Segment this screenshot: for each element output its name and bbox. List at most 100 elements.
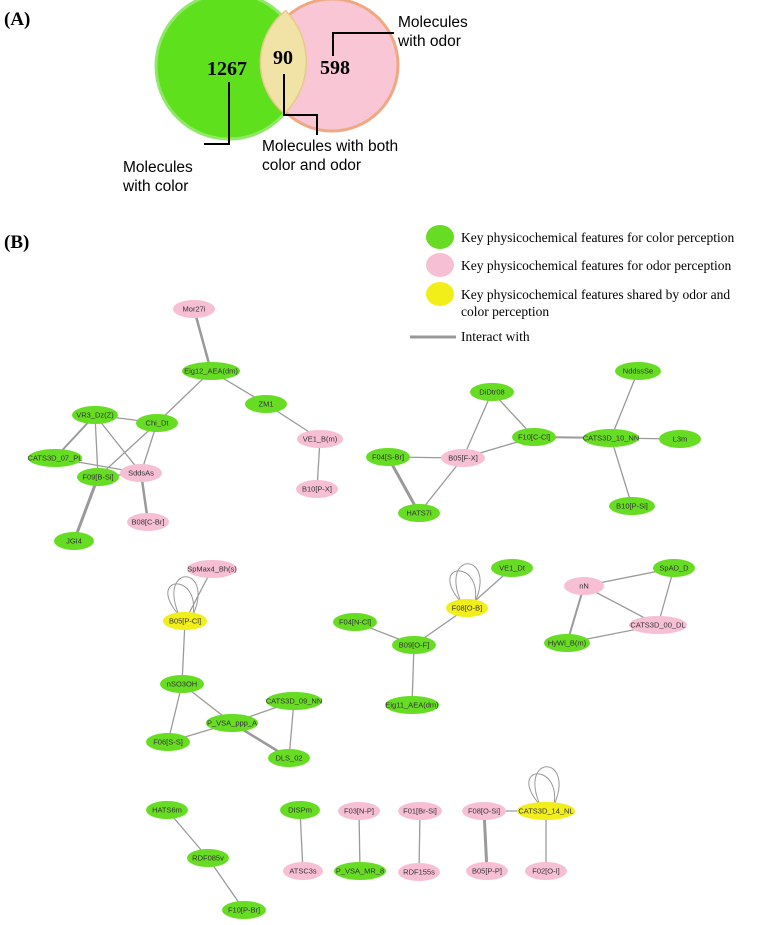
- node-label-f06-s-s: F06[S-S]: [153, 738, 183, 747]
- node-shape-rdf155s: [398, 863, 440, 881]
- node-spmax4-bh-s: SpMax4_Bh(s): [187, 560, 237, 578]
- node-l3m: L3m: [659, 430, 701, 448]
- node-f08-o-b: F08[O-B]: [446, 599, 488, 617]
- node-label-zm1: ZM1: [259, 400, 274, 409]
- node-hats7i: HATS7i: [398, 504, 440, 522]
- node-label-cats3d-14-nl: CATS3D_14_NL: [518, 807, 573, 816]
- node-shape-nso3oh: [160, 675, 204, 693]
- node-label-rdf085v: RDF085v: [192, 854, 224, 863]
- edge-vr3-dz-z-to-sddsas: [94, 414, 142, 474]
- node-shape-l3m: [659, 430, 701, 448]
- node-shape-f08-o-b: [446, 599, 488, 617]
- node-shape-b05-f-x: [441, 449, 485, 467]
- node-f03-n-p: F03[N-P]: [338, 802, 380, 820]
- node-label-cats3d-07-pl: CATS3D_07_PL: [28, 454, 83, 463]
- edge-chi-dt-to-f09-b-si: [97, 422, 158, 478]
- network-edges: [54, 308, 681, 911]
- node-dispm: DISPm: [280, 801, 320, 819]
- node-shape-spmax4-bh-s: [187, 560, 237, 578]
- node-chi-dt: Chi_Dt: [136, 414, 178, 432]
- node-shape-cats3d-07-pl: [28, 449, 82, 467]
- node-p-vsa-mr-8: P_VSA_MR_8: [334, 862, 386, 880]
- node-shape-f04-n-cl: [333, 613, 377, 631]
- node-label-cats3d-09-nn: CATS3D_09_NN: [266, 697, 323, 706]
- venn-label-odor: Molecules with odor: [397, 14, 472, 50]
- node-dls-02: DLS_02: [268, 749, 310, 767]
- node-shape-p-vsa-ppp-a: [206, 714, 258, 732]
- node-atsc3s: ATSC3s: [283, 862, 323, 880]
- venn-count-color: 1267: [207, 58, 247, 80]
- edge-eig12-aea-dm-to-chi-dt: [156, 370, 212, 424]
- node-eig11-aea-dm: Eig11_AEA(dm): [385, 696, 439, 714]
- self-loop-b05-p-cl-1: [167, 583, 195, 616]
- edge-nso3oh-to-f06-s-s: [167, 683, 183, 743]
- node-shape-b10-p-x: [296, 480, 338, 498]
- node-b08-c-br: B08[C-Br]: [127, 513, 169, 531]
- node-label-atsc3s: ATSC3s: [289, 867, 317, 876]
- node-label-f04-n-cl: F04[N-Cl]: [339, 618, 371, 627]
- node-ve1-b-m: VE1_B(m): [297, 430, 343, 448]
- edge-cats3d-10-nn-to-nddssse: [610, 370, 639, 439]
- node-cats3d-14-nl: CATS3D_14_NL: [517, 802, 575, 820]
- node-shape-chi-dt: [136, 414, 178, 432]
- callout-line-color: [204, 82, 230, 145]
- node-label-b10-p-x: B10[P-X]: [302, 485, 332, 494]
- node-shape-f06-s-s: [146, 733, 190, 751]
- node-shape-f01-br-si: [398, 802, 442, 820]
- node-cats3d-07-pl: CATS3D_07_PL: [28, 449, 83, 467]
- node-shape-b10-p-si: [609, 497, 655, 515]
- venn-label-color: Molecules with color: [122, 159, 197, 195]
- node-label-dispm: DISPm: [288, 806, 312, 815]
- node-shape-hats7i: [398, 504, 440, 522]
- node-hats6m: HATS6m: [146, 801, 188, 819]
- venn-label-both: Molecules with both color and odor: [262, 138, 402, 174]
- node-spad-d: SpAD_D: [653, 559, 695, 577]
- node-label-spmax4-bh-s: SpMax4_Bh(s): [187, 565, 237, 574]
- venn-count-both: 90: [273, 47, 293, 69]
- node-shape-eig12-aea-dm: [182, 362, 240, 380]
- node-label-nso3oh: nSO3OH: [167, 680, 197, 689]
- node-label-ve1-b-m: VE1_B(m): [303, 435, 338, 444]
- self-loop-f08-o-b-2: [455, 563, 481, 603]
- node-f01-br-si: F01[Br-Si]: [398, 802, 442, 820]
- node-f09-b-si: F09[B-Si]: [77, 468, 119, 486]
- node-zm1: ZM1: [245, 395, 287, 413]
- legend-text-color: Key physicochemical features for color p…: [461, 230, 735, 245]
- node-shape-dispm: [280, 801, 320, 819]
- node-shape-zm1: [245, 395, 287, 413]
- edge-rdf085v-to-f10-p-br: [207, 857, 245, 911]
- node-label-b05-f-x: B05[F-X]: [448, 454, 478, 463]
- node-label-l3m: L3m: [673, 435, 688, 444]
- node-label-f03-n-p: F03[N-P]: [344, 807, 374, 816]
- node-label-b08-c-br: B08[C-Br]: [132, 518, 165, 527]
- node-b10-p-si: B10[P-Si]: [609, 497, 655, 515]
- node-f04-n-cl: F04[N-Cl]: [333, 613, 377, 631]
- node-label-ve1-dt: VE1_Dt: [499, 564, 526, 573]
- node-label-f10-p-br: F10[P-Br]: [228, 906, 260, 915]
- node-shape-hats6m: [146, 801, 188, 819]
- node-shape-f02-o-i: [525, 862, 567, 880]
- node-label-eig12-aea-dm: Eig12_AEA(dm): [184, 367, 238, 376]
- edge-mor27i-to-eig12-aea-dm: [192, 308, 213, 372]
- node-f06-s-s: F06[S-S]: [146, 733, 190, 751]
- node-cats3d-00-dl: CATS3D_00_DL: [629, 616, 687, 634]
- node-label-b10-p-si: B10[P-Si]: [616, 502, 648, 511]
- node-didtr08: DiDtr08: [470, 383, 514, 401]
- self-loop-cats3d-14-nl-2: [534, 766, 560, 806]
- node-f08-o-si: F08[O-Si]: [462, 802, 506, 820]
- node-mor27i: Mor27i: [173, 300, 215, 318]
- node-label-hats7i: HATS7i: [406, 509, 432, 518]
- node-label-b09-o-f: B09[O-F]: [399, 641, 429, 650]
- edge-nn-to-hywi-b-m: [566, 585, 585, 644]
- node-label-p-vsa-ppp-a: P_VSA_ppp_A: [207, 719, 257, 728]
- node-shape-dls-02: [268, 749, 310, 767]
- node-shape-f10-p-br: [222, 901, 266, 919]
- node-label-f02-o-i: F02[O-I]: [532, 867, 560, 876]
- legend: Key physicochemical features for color p…: [410, 225, 735, 344]
- node-b05-p-p: B05[P-P]: [466, 862, 508, 880]
- edge-b05-f-x-to-hats7i: [418, 457, 464, 514]
- node-cats3d-10-nn: CATS3D_10_NN: [583, 429, 639, 447]
- node-shape-f09-b-si: [77, 468, 119, 486]
- node-shape-cats3d-09-nn: [266, 692, 322, 710]
- panel-a-label: (A): [4, 9, 30, 30]
